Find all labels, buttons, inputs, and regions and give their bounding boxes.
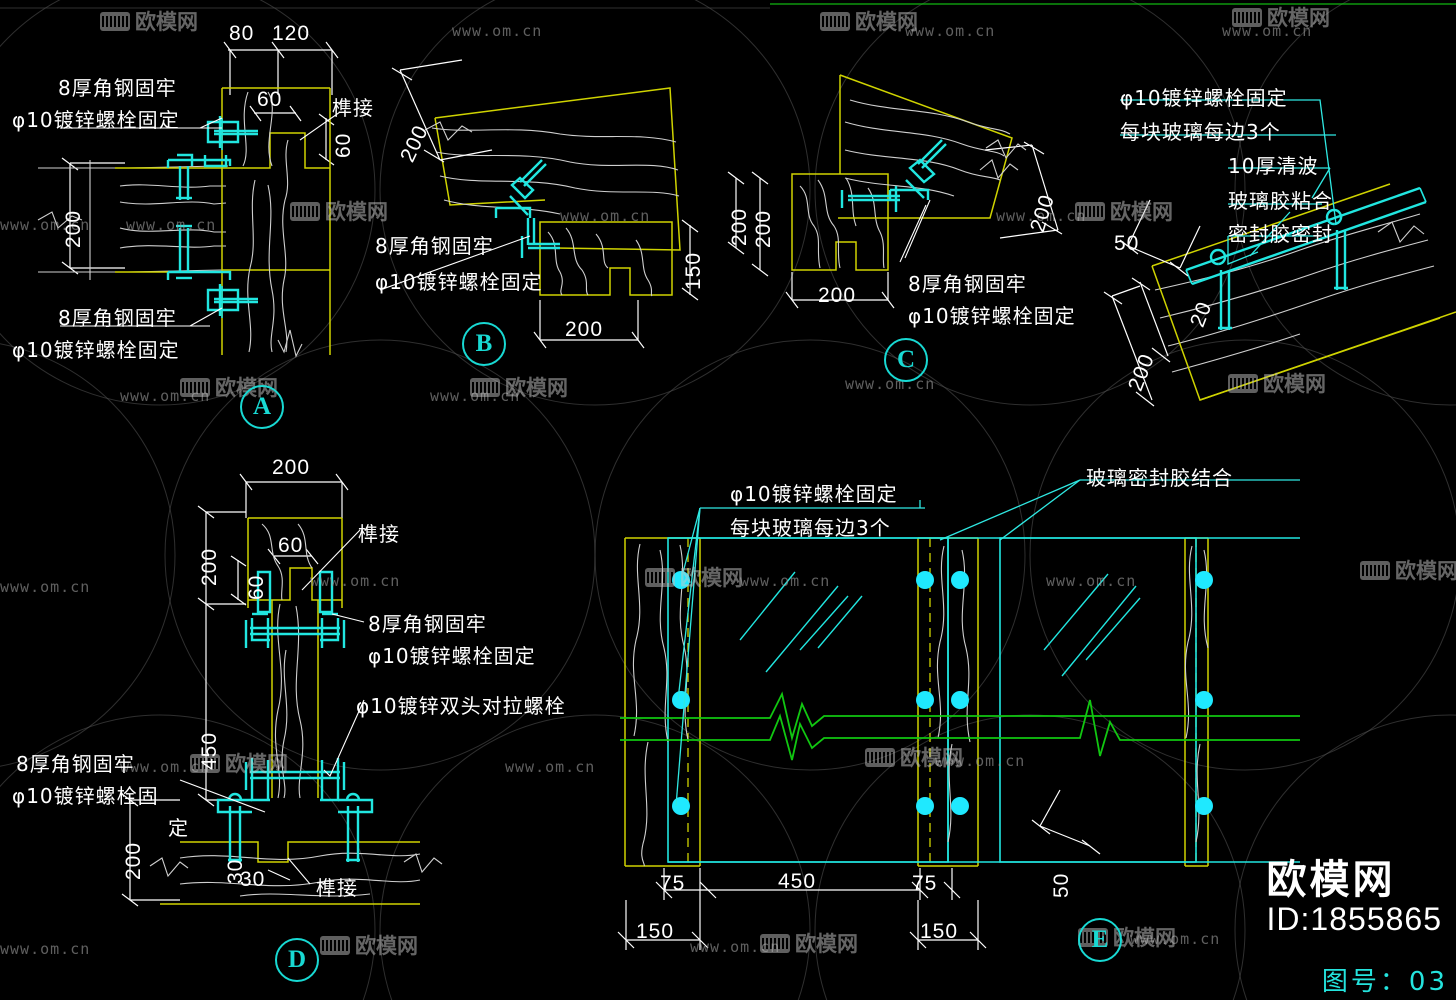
detail-d-geometry	[121, 473, 443, 907]
detail-glass-top-right-geometry	[1103, 99, 1456, 407]
detail-bubble-d[interactable]: D	[275, 938, 319, 982]
sheet-number-label: 图号：03	[1322, 961, 1448, 998]
detail-c-geometry	[751, 74, 1063, 309]
detail-bubble-c[interactable]: C	[884, 338, 928, 382]
detail-bubble-b[interactable]: B	[462, 322, 506, 366]
detail-bubble-e[interactable]: E	[1078, 918, 1122, 962]
detail-a-geometry	[37, 41, 341, 358]
sheet-number-prefix: 图号：	[1321, 967, 1409, 997]
detail-b-geometry	[379, 59, 745, 349]
sheet-number-value: 03	[1408, 967, 1448, 997]
detail-e-geometry	[617, 479, 1300, 950]
detail-bubble-a[interactable]: A	[240, 385, 284, 429]
